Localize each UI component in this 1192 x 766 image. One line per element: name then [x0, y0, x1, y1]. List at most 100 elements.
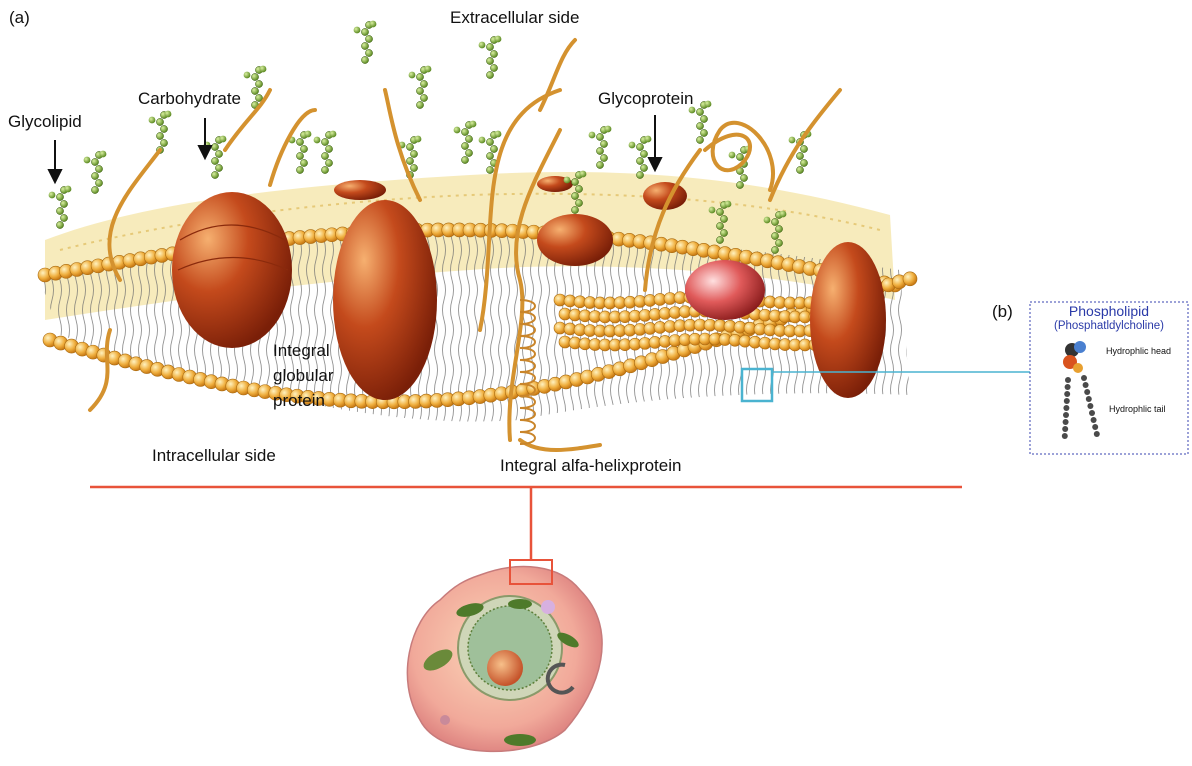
carbohydrate-bead — [220, 136, 227, 143]
carbohydrate-bead — [56, 193, 63, 200]
hydrophobic-tail-label: Hydrophlic tail — [1109, 404, 1166, 414]
tail-atom — [1063, 412, 1069, 418]
extracellular-side-label: Extracellular side — [450, 8, 579, 28]
carbohydrate-bead — [796, 166, 803, 173]
carbohydrate-bead — [800, 145, 807, 152]
tail-atom — [1081, 375, 1087, 381]
carbohydrate-bead — [571, 178, 578, 185]
tail-atom — [1083, 382, 1089, 388]
carbohydrate-bead — [571, 192, 578, 199]
carbohydrate-bead — [780, 211, 787, 218]
carbohydrate-bead — [325, 145, 332, 152]
integral-alpha-helix-protein-label: Integral alfa-helixprotein — [500, 456, 681, 476]
integral-globular-protein-center — [333, 200, 437, 400]
carbohydrate-bead — [486, 57, 493, 64]
carbohydrate-bead — [95, 179, 102, 186]
carbohydrate-bead — [361, 56, 368, 63]
carbohydrate-bead — [461, 142, 468, 149]
carbohydrate-bead — [596, 161, 603, 168]
integral-globular-protein-left — [172, 192, 292, 348]
glycoprotein-label: Glycoprotein — [598, 89, 693, 109]
carbohydrate-bead — [420, 80, 427, 87]
carbohydrate-bead — [486, 152, 493, 159]
small-protein-top-left — [334, 180, 386, 200]
carbohydrate-bead — [211, 143, 218, 150]
panel-a-label: (a) — [9, 8, 30, 28]
carbohydrate-bead — [789, 137, 796, 144]
carbohydrate-bead — [716, 208, 723, 215]
carbohydrate-bead — [589, 132, 596, 139]
carbohydrate-bead — [91, 158, 98, 165]
carbohydrate-bead — [716, 222, 723, 229]
carbohydrate-bead — [600, 154, 607, 161]
tail-atom — [1087, 403, 1093, 409]
carbohydrate-bead — [361, 42, 368, 49]
carbohydrate-bead — [596, 147, 603, 154]
carbohydrate-bead — [370, 21, 377, 28]
carbohydrate-bead — [486, 166, 493, 173]
carbohydrate-bead — [65, 186, 72, 193]
panel-b-label: (b) — [992, 302, 1013, 322]
carbohydrate-bead — [409, 72, 416, 79]
tail-atom — [1065, 384, 1071, 390]
carbohydrate-bead — [775, 239, 782, 246]
carbohydrate-bead — [305, 131, 312, 138]
carbohydrate-bead — [365, 35, 372, 42]
hydrophilic-head-label: Hydrophlic head — [1106, 346, 1171, 356]
carbohydrate-bead — [571, 206, 578, 213]
carbohydrate-bead — [354, 27, 361, 34]
carbohydrate-bead — [575, 185, 582, 192]
carbohydrate-bead — [296, 138, 303, 145]
carbohydrate-bead — [91, 186, 98, 193]
carbohydrate-bead — [490, 50, 497, 57]
carbohydrate-bead — [736, 181, 743, 188]
carbohydrate-bead — [165, 111, 172, 118]
carbohydrate-bead — [416, 73, 423, 80]
tail-atom — [1063, 419, 1069, 425]
carbohydrate-bead — [636, 143, 643, 150]
lipid-head — [903, 272, 917, 286]
carbohydrate-bead — [100, 151, 107, 158]
carbohydrate-bead — [629, 142, 636, 149]
glycolipid-label: Glycolipid — [8, 112, 82, 132]
carbohydrate-bead — [415, 136, 422, 143]
carbohydrate-bead — [56, 221, 63, 228]
carbohydrate-bead — [796, 152, 803, 159]
carbohydrate-bead — [321, 138, 328, 145]
carbohydrate-bead — [215, 164, 222, 171]
carbohydrate-bead — [420, 94, 427, 101]
carbohydrate-bead — [729, 152, 736, 159]
carbohydrate-bead — [84, 157, 91, 164]
cell-connector — [90, 487, 962, 560]
carbohydrate-bead — [709, 207, 716, 214]
carbohydrate-bead — [321, 166, 328, 173]
tail-atom — [1062, 426, 1068, 432]
carbohydrate-bead — [156, 118, 163, 125]
carbohydrate-bead — [251, 73, 258, 80]
carbohydrate-bead — [49, 192, 56, 199]
carbohydrate-bead — [771, 232, 778, 239]
carbohydrate-bead — [149, 117, 156, 124]
carbohydrate-bead — [454, 127, 461, 134]
integral-globular-protein-label-3: protein — [273, 391, 325, 411]
carbohydrate-bead — [300, 145, 307, 152]
carbohydrate-bead — [365, 49, 372, 56]
tail-atom — [1063, 405, 1069, 411]
carbohydrate-label: Carbohydrate — [138, 89, 241, 109]
carbohydrate-bead — [260, 66, 267, 73]
carbohydrate-bead — [596, 133, 603, 140]
carbohydrate-bead — [720, 215, 727, 222]
carbohydrate-bead — [696, 136, 703, 143]
carbohydrate-bead — [156, 132, 163, 139]
carbohydrate-bead — [490, 64, 497, 71]
carbohydrate-bead — [296, 166, 303, 173]
integral-globular-protein-label-2: globular — [273, 366, 334, 386]
carbohydrate-bead — [700, 115, 707, 122]
carbohydrate-bead — [725, 201, 732, 208]
inset-subtitle: (Phosphatldylcholine) — [1034, 320, 1184, 332]
animal-cell — [407, 560, 602, 751]
carbohydrate-bead — [300, 159, 307, 166]
carbohydrate-bead — [696, 122, 703, 129]
carbohydrate-bead — [406, 143, 413, 150]
